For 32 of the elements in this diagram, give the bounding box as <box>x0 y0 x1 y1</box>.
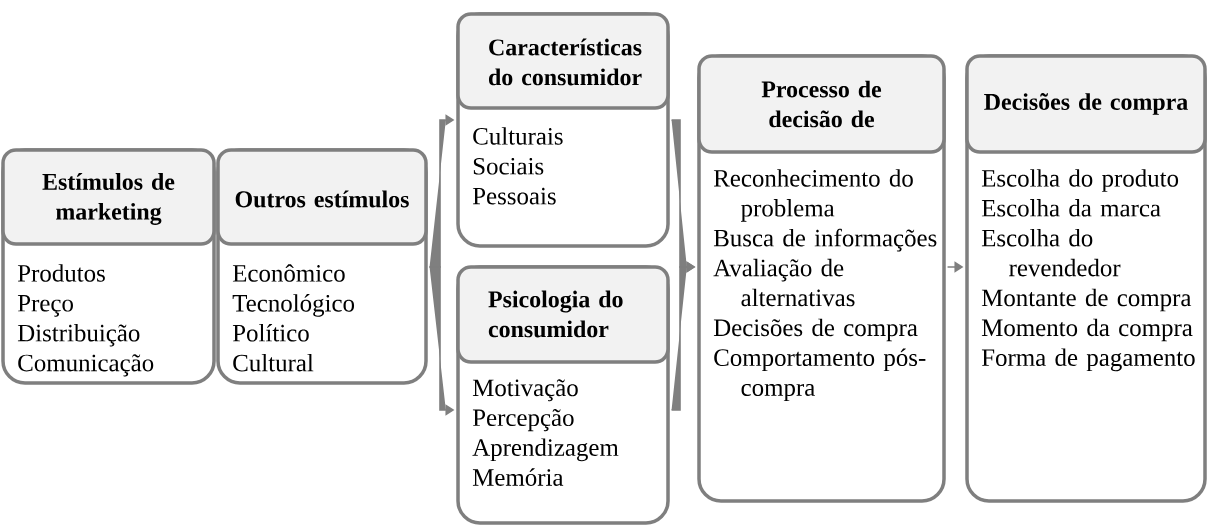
list-item: Comportamento pós-compra <box>714 348 926 401</box>
list-item: Avaliação de alternativas <box>713 258 855 307</box>
process-box: Processo de decisão de Reconhecimento do problema Busca de informações Avaliação de alternativas Decisões de compra Comportamento pós-compra <box>697 54 946 503</box>
list-item: Decisões de compra <box>713 318 918 342</box>
list-item: Pessoais <box>472 187 556 205</box>
list-item: Distribuição <box>17 323 140 347</box>
list-item: Momento da compra <box>981 318 1193 342</box>
list-item: Escolha da marca <box>981 199 1161 217</box>
process-box: Outros estímulos Econômico Tecnológico Político Cultural <box>216 148 428 385</box>
list-item: Sociais <box>473 157 544 175</box>
list-item: Preço <box>17 295 73 317</box>
list-item: Produtos <box>17 264 105 282</box>
process-box: Características do consumidor Culturais Sociais Pessoais <box>456 12 670 248</box>
process-box: Psicologia do consumidor Motivação Percepção Aprendizagem Memória <box>456 265 670 525</box>
list-item: Memória <box>472 468 564 486</box>
list-item: Culturais <box>473 127 563 145</box>
list-item: Montante de compra <box>981 288 1192 312</box>
list-item: Reconhecimento do problema <box>713 169 913 222</box>
list-item: Aprendizagem <box>472 438 619 462</box>
list-item: Político <box>232 324 309 342</box>
list-item: Cultural <box>233 353 314 372</box>
process-box: Decisões de compra Escolha do produto Escolha da marca Escolha do revendedor Montante de compra Momento da compra Forma de pagamento <box>965 54 1207 503</box>
list-item: Escolha do revendedor <box>981 228 1121 277</box>
list-item: Motivação <box>472 379 578 402</box>
list-item: Busca de informações <box>713 228 937 252</box>
list-item: Escolha do produto <box>981 169 1179 192</box>
list-item: Percepção <box>472 409 574 432</box>
list-item: Forma de pagamento <box>981 348 1195 372</box>
list-item: Tecnológico <box>232 294 355 317</box>
list-item: Econômico <box>232 264 345 282</box>
process-box: Estímulos de marketing Produtos Preço Distribuição Comunicação <box>1 148 216 385</box>
list-item: Comunicação <box>18 354 154 377</box>
